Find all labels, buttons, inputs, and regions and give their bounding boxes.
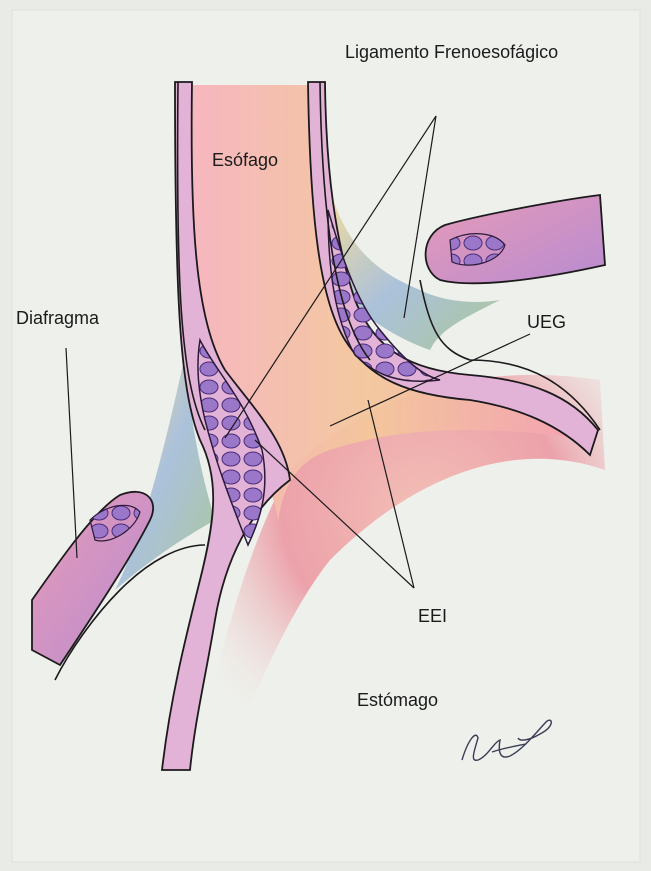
label-esofago: Esófago	[212, 150, 278, 171]
label-estomago: Estómago	[357, 690, 438, 711]
label-diafragma: Diafragma	[16, 308, 99, 329]
label-eei: EEI	[418, 606, 447, 627]
label-ligamento-frenoesofagico: Ligamento Frenoesofágico	[345, 42, 558, 63]
label-ueg: UEG	[527, 312, 566, 333]
